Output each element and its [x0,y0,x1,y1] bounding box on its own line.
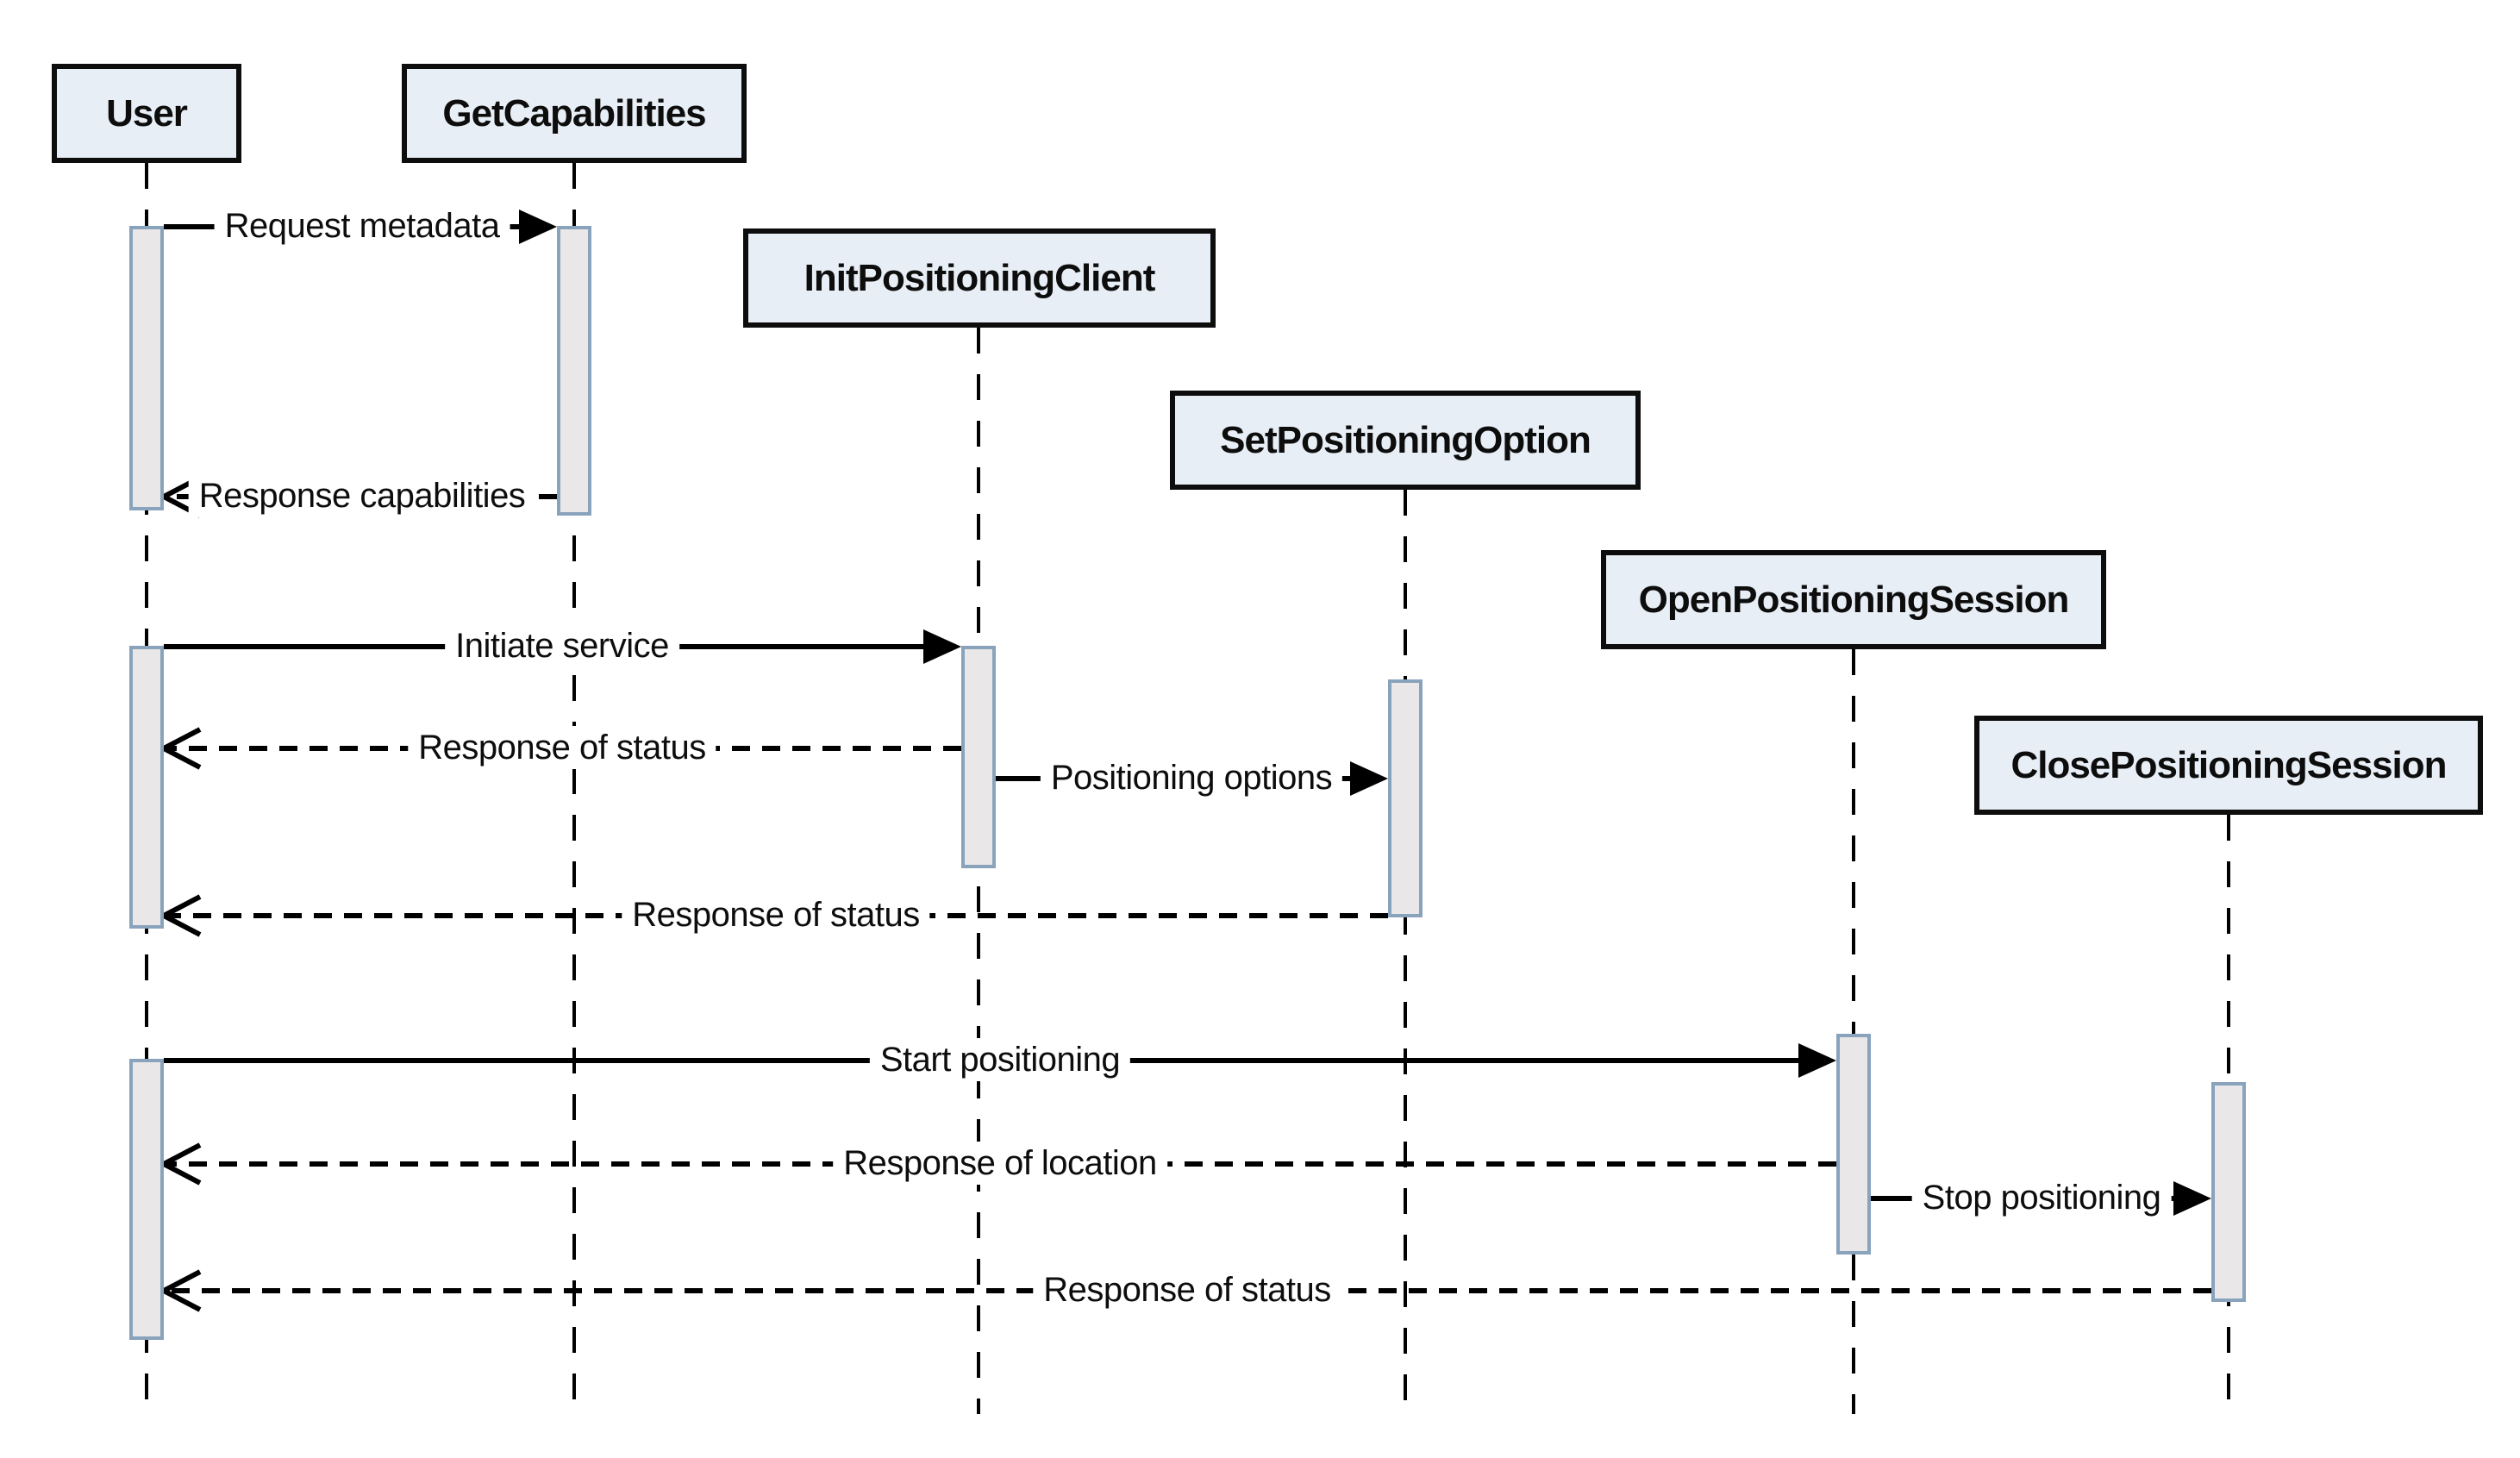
actor-label-user: User [106,91,188,135]
message-label-response-of-status-2: Response of status [622,893,930,936]
actor-label-get-capabilities: GetCapabilities [442,91,706,135]
arrowhead-stop-positioning [2173,1181,2211,1216]
actor-box-set-positioning-option: SetPositioningOption [1170,391,1641,490]
actor-label-set-positioning-option: SetPositioningOption [1220,418,1591,461]
actor-box-get-capabilities: GetCapabilities [402,64,747,163]
activation-close-positioning-session [2211,1082,2246,1302]
message-label-initiate-service: Initiate service [445,624,679,667]
arrowhead-start-positioning [1798,1043,1836,1078]
arrowhead-response-capabilities [158,475,202,518]
message-label-response-of-status-3: Response of status [1033,1268,1341,1311]
arrowhead-response-of-status-2 [158,894,202,937]
message-label-response-capabilities: Response capabilities [188,474,536,517]
message-label-response-of-location: Response of location [833,1142,1167,1185]
activation-user-1 [129,226,164,510]
activation-init-positioning-client [961,646,996,868]
actor-box-init-positioning-client: InitPositioningClient [743,228,1216,328]
activation-get-capabilities [557,226,591,516]
message-label-start-positioning: Start positioning [869,1038,1131,1081]
actor-box-user: User [52,64,241,163]
arrowhead-response-of-location [158,1142,202,1186]
actor-label-close-positioning-session: ClosePositioningSession [2010,743,2447,786]
actor-box-open-positioning-session: OpenPositioningSession [1601,550,2106,649]
arrowhead-response-of-status-1 [158,727,202,770]
arrowhead-request-metadata [519,210,557,244]
arrowhead-initiate-service [923,629,961,664]
arrowhead-response-of-status-3 [158,1269,202,1312]
message-label-response-of-status-1: Response of status [408,726,716,769]
activation-user-2 [129,646,164,929]
message-label-positioning-options: Positioning options [1040,756,1343,799]
activation-set-positioning-option [1388,679,1423,917]
arrowhead-positioning-options [1350,761,1388,796]
activation-open-positioning-session [1836,1034,1871,1255]
actor-label-open-positioning-session: OpenPositioningSession [1638,578,2070,621]
actor-label-init-positioning-client: InitPositioningClient [804,256,1156,299]
activation-user-3 [129,1059,164,1340]
message-label-stop-positioning: Stop positioning [1911,1176,2172,1219]
message-label-request-metadata: Request metadata [214,204,510,247]
actor-box-close-positioning-session: ClosePositioningSession [1974,716,2483,815]
